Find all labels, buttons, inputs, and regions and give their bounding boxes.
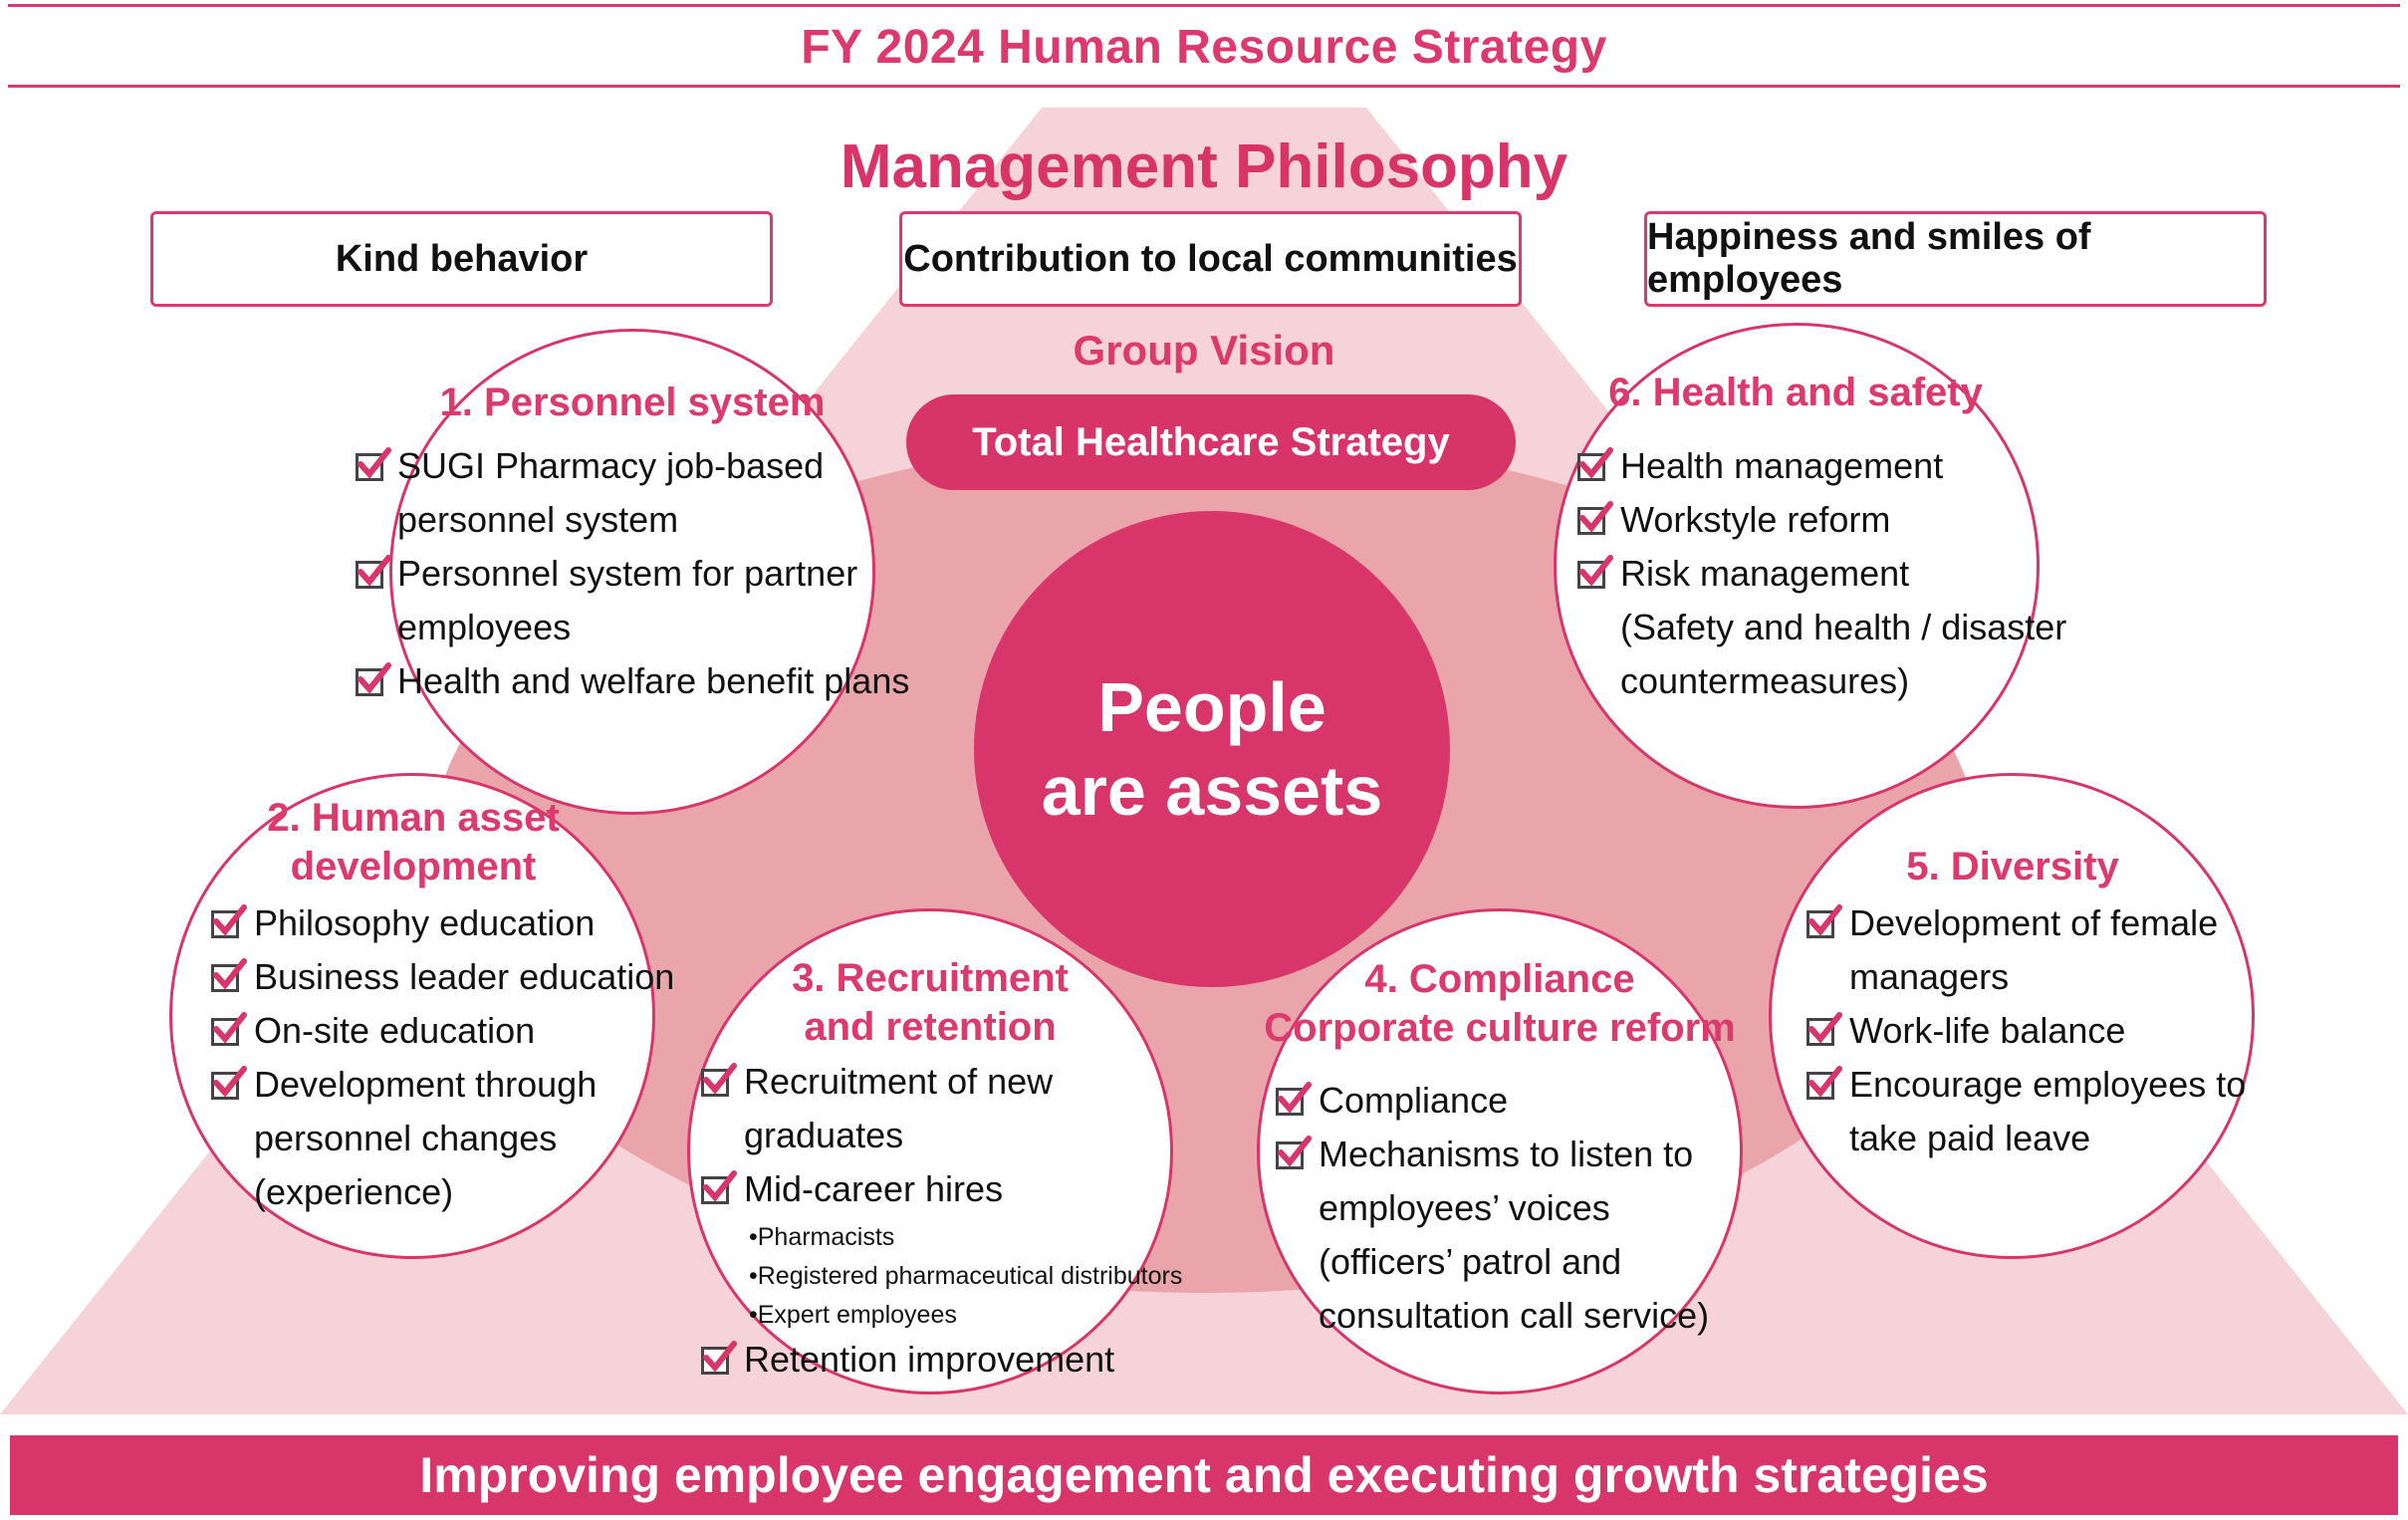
- sub-item: •Registered pharmaceutical distributors: [749, 1262, 1183, 1290]
- checkbox-checked-icon: [1577, 447, 1613, 481]
- checkbox-checked-icon: [211, 958, 247, 992]
- checkbox-checked-icon: [701, 1341, 737, 1375]
- pillar-label: Happiness and smiles of employees: [1647, 216, 2091, 301]
- check-item-line: SUGI Pharmacy job-based: [397, 445, 825, 486]
- core-line-2: are assets: [1041, 752, 1383, 830]
- checkbox-checked-icon: [1276, 1136, 1312, 1169]
- check-item-line: Encourage employees to: [1849, 1064, 2247, 1105]
- check-item-line: Risk management: [1620, 553, 1910, 594]
- check-item-line: Business leader education: [254, 956, 675, 997]
- circle-human-asset-development: [169, 773, 655, 1259]
- checkbox-checked-icon: [1577, 555, 1613, 589]
- check-item-line: graduates: [744, 1115, 904, 1155]
- checkbox-checked-icon: [701, 1063, 737, 1097]
- pillar-employee-happiness: Happiness and smiles of employees: [1644, 211, 2267, 307]
- check-item-line: (Safety and health / disaster: [1620, 607, 2067, 647]
- circle-compliance: [1257, 908, 1743, 1394]
- check-item-line: On-site education: [254, 1010, 536, 1051]
- pillar-label: Contribution to local communities: [903, 237, 1518, 280]
- checkbox-checked-icon: [356, 662, 391, 696]
- pillar-kind-behavior: Kind behavior: [150, 211, 773, 307]
- page-title: FY 2024 Human Resource Strategy: [801, 21, 1607, 74]
- footer-text: Improving employee engagement and execut…: [419, 1447, 1989, 1503]
- circle-recruitment-and-retention: [687, 908, 1173, 1394]
- people-are-assets-circle: People are assets: [974, 511, 1450, 987]
- check-item-line: (officers’ patrol and: [1319, 1241, 1622, 1282]
- check-item-line: personnel system: [397, 499, 679, 540]
- checkbox-checked-icon: [1276, 1082, 1312, 1116]
- circle-title-line-1: 2. Human asset: [267, 796, 560, 840]
- checkbox-checked-icon: [356, 447, 391, 481]
- sub-item: •Expert employees: [749, 1301, 957, 1329]
- pillar-local-communities: Contribution to local communities: [899, 211, 1522, 307]
- check-item-line: Recruitment of new: [744, 1061, 1054, 1102]
- circle-health-and-safety: [1554, 323, 2040, 809]
- circle-title-line-1: 3. Recruitment: [792, 956, 1069, 1000]
- header-top-rule: [8, 4, 2400, 7]
- check-item-line: take paid leave: [1849, 1118, 2091, 1158]
- circle-title: 5. Diversity: [1906, 845, 2119, 888]
- check-item-line: Personnel system for partner: [397, 553, 858, 594]
- group-vision-label: Group Vision: [1073, 327, 1335, 374]
- check-item-line: employees’ voices: [1319, 1187, 1610, 1228]
- circle-title-line-2: and retention: [804, 1005, 1057, 1049]
- check-item-line: Mid-career hires: [744, 1168, 1004, 1209]
- check-item-line: personnel changes: [254, 1118, 558, 1158]
- sub-item: •Pharmacists: [749, 1223, 895, 1251]
- check-item-line: Health management: [1620, 445, 1944, 486]
- check-item-line: Compliance: [1319, 1080, 1509, 1121]
- check-item-line: Health and welfare benefit plans: [397, 660, 910, 701]
- total-healthcare-strategy-pill: Total Healthcare Strategy: [906, 394, 1516, 490]
- check-item-line: Development through: [254, 1064, 598, 1105]
- pillar-label: Kind behavior: [335, 237, 589, 280]
- checkbox-checked-icon: [211, 904, 247, 938]
- circle-diversity: [1769, 773, 2255, 1259]
- check-item-line: employees: [397, 607, 572, 647]
- circle-title-line-1: 4. Compliance: [1364, 957, 1635, 1001]
- management-philosophy-title: Management Philosophy: [840, 132, 1568, 201]
- check-item-line: managers: [1849, 956, 2010, 997]
- checkbox-checked-icon: [1806, 904, 1842, 938]
- checkbox-checked-icon: [211, 1066, 247, 1100]
- check-item-line: Retention improvement: [744, 1339, 1115, 1380]
- circle-title-line-2: Corporate culture reform: [1264, 1006, 1736, 1050]
- checkbox-checked-icon: [356, 555, 391, 589]
- circle-title-line-2: development: [290, 845, 537, 888]
- core-line-1: People: [1097, 668, 1326, 746]
- strategy-label: Total Healthcare Strategy: [972, 419, 1450, 464]
- checkbox-checked-icon: [1806, 1066, 1842, 1100]
- check-item-line: countermeasures): [1620, 660, 1910, 701]
- checkbox-checked-icon: [1577, 501, 1613, 535]
- circle-title: 1. Personnel system: [439, 380, 826, 424]
- circle-title: 6. Health and safety: [1608, 371, 1983, 414]
- footer-banner: Improving employee engagement and execut…: [10, 1435, 2398, 1515]
- check-item-line: Work-life balance: [1849, 1010, 2126, 1051]
- check-item-line: (experience): [254, 1171, 454, 1212]
- check-item-line: Development of female: [1849, 902, 2219, 943]
- checkbox-checked-icon: [701, 1170, 737, 1204]
- checkbox-checked-icon: [1806, 1012, 1842, 1046]
- check-item-line: Workstyle reform: [1620, 499, 1891, 540]
- header-bottom-rule: [8, 85, 2400, 88]
- check-item-line: Philosophy education: [254, 902, 596, 943]
- check-item-line: Mechanisms to listen to: [1319, 1134, 1694, 1174]
- circle-personnel-system: [389, 329, 875, 815]
- checkbox-checked-icon: [211, 1012, 247, 1046]
- header-band: [0, 0, 2408, 108]
- check-item-line: consultation call service): [1319, 1295, 1710, 1336]
